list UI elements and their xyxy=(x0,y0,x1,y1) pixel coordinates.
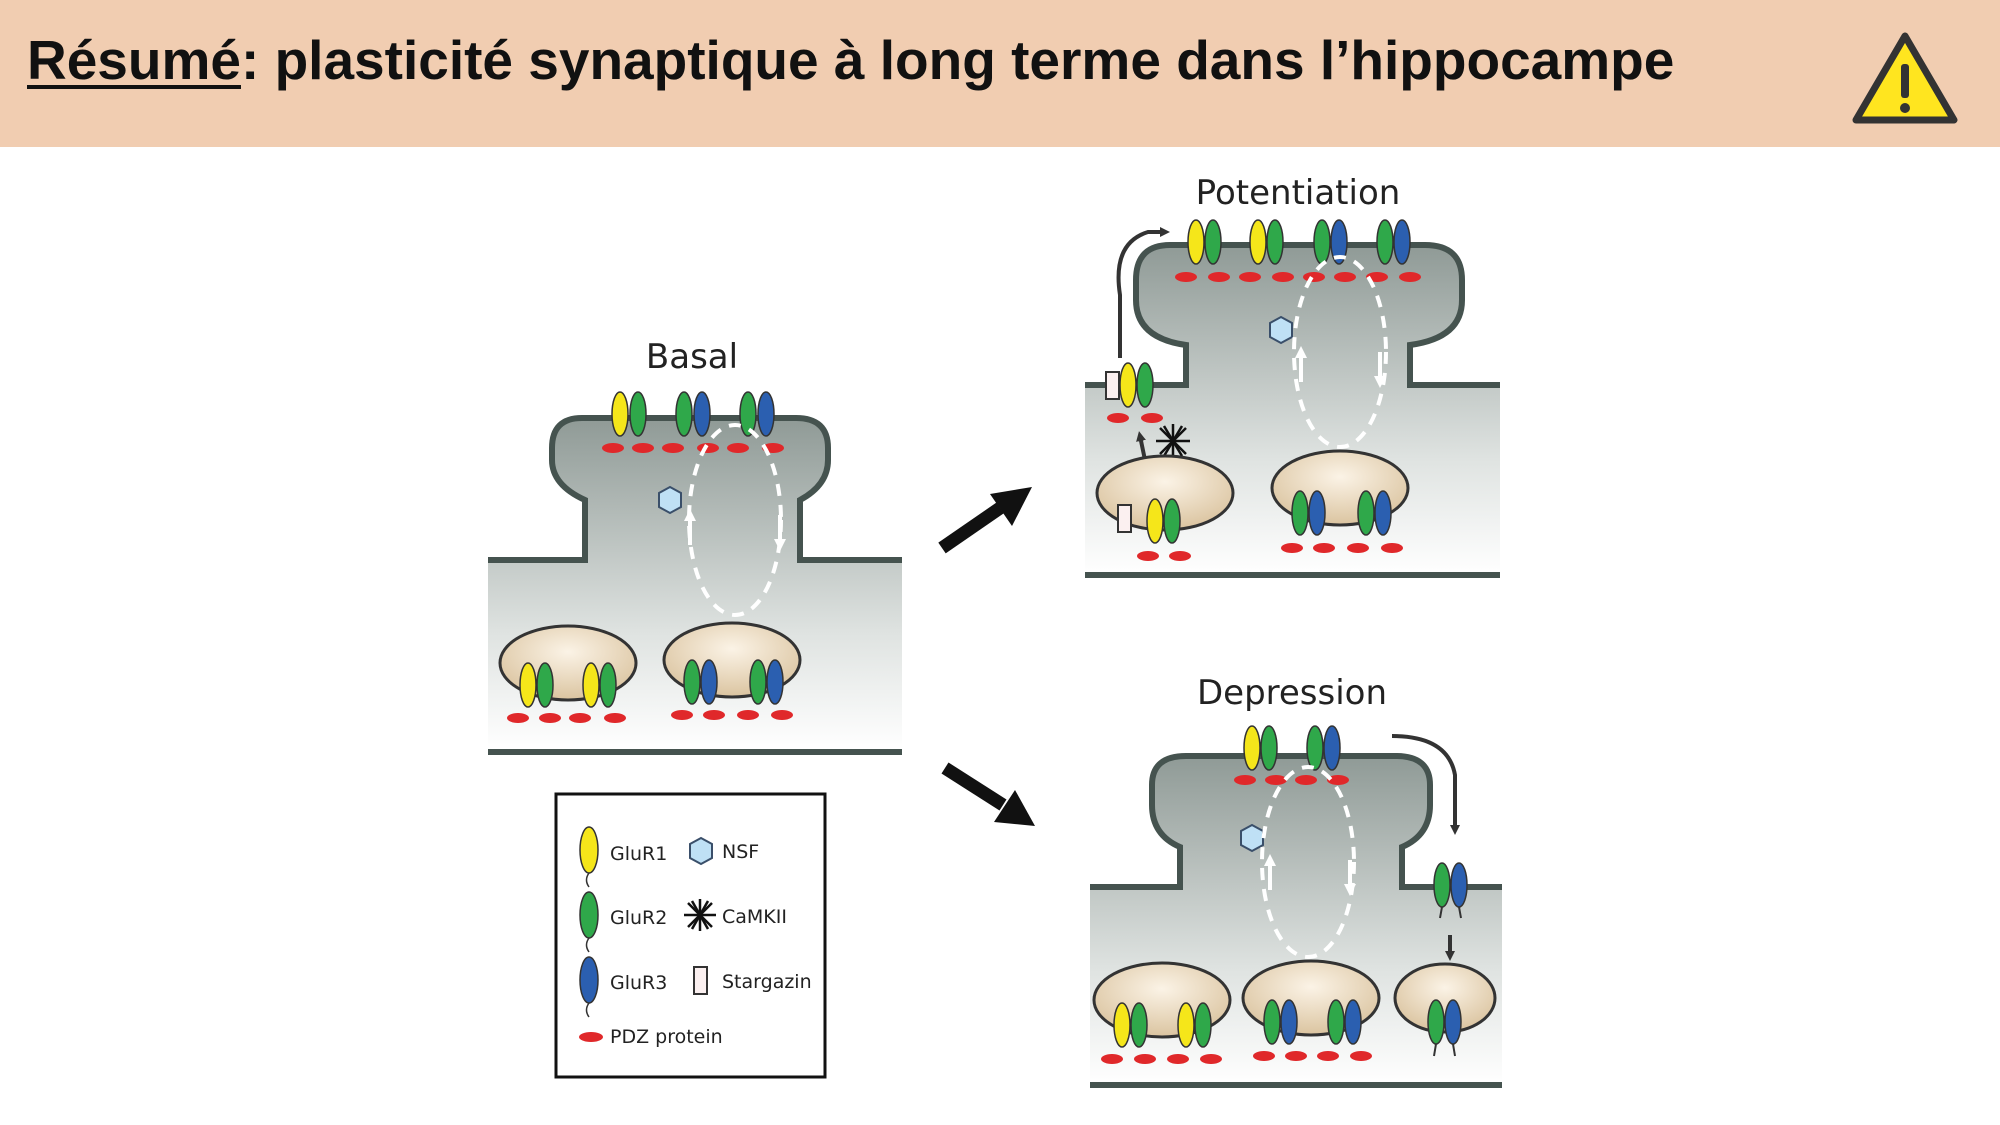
basal-label: Basal xyxy=(646,337,738,377)
transition-arrow-to-potentiation xyxy=(938,487,1032,554)
legend-stargazin: Stargazin xyxy=(693,966,812,995)
stargazin-icon xyxy=(1105,371,1120,400)
endosome-vesicle xyxy=(1270,449,1410,553)
camkii-icon xyxy=(684,899,716,931)
legend-pdz: PDZ protein xyxy=(579,1026,723,1048)
spine-membrane xyxy=(1085,242,1500,388)
legend-glur3-label: GluR3 xyxy=(610,972,667,994)
endosome-vesicle-1 xyxy=(498,624,638,723)
camkii-icon xyxy=(1156,424,1190,458)
depression-panel: Depression xyxy=(1090,673,1502,1088)
legend-pdz-label: PDZ protein xyxy=(610,1026,723,1048)
endosome-vesicle-3 xyxy=(1393,962,1497,1057)
endosome-vesicle-2 xyxy=(1241,959,1381,1061)
title-rest: : plasticité synaptique à long terme dan… xyxy=(240,29,1675,91)
insertion-arrow xyxy=(1116,227,1170,358)
membrane-receptor-with-stargazin xyxy=(1105,362,1163,423)
basal-panel: Basal xyxy=(488,337,902,755)
synaptic-receptors xyxy=(1175,219,1421,282)
title-prefix: Résumé xyxy=(27,29,241,91)
recycling-loop xyxy=(1292,255,1388,449)
depression-label: Depression xyxy=(1197,673,1387,713)
recycling-loop xyxy=(1260,765,1356,959)
legend-camkii: CaMKII xyxy=(684,899,787,931)
endosome-vesicle-1 xyxy=(1092,961,1232,1064)
nsf-icon xyxy=(689,836,713,866)
potentiation-label: Potentiation xyxy=(1196,173,1401,213)
legend-glur3: GluR3 xyxy=(579,956,667,1018)
potentiation-panel: Potentiation xyxy=(1085,173,1500,578)
vesicle-with-stargazin xyxy=(1095,454,1235,561)
nsf-icon xyxy=(1269,315,1293,345)
legend-glur2: GluR2 xyxy=(579,891,667,953)
warning-triangle-icon xyxy=(1852,32,1958,124)
legend-stargazin-label: Stargazin xyxy=(722,971,812,993)
nsf-icon xyxy=(1240,823,1264,853)
legend-box: GluR1 GluR2 GluR3 PDZ protein NSF CaM xyxy=(554,792,827,1079)
legend-glur1-label: GluR1 xyxy=(610,843,667,865)
page-title: Résumé: plasticité synaptique à long ter… xyxy=(27,28,1674,92)
spine-membrane xyxy=(1090,753,1502,890)
nsf-icon xyxy=(658,485,682,515)
legend-camkii-label: CaMKII xyxy=(722,906,787,928)
legend-glur1: GluR1 xyxy=(579,826,667,888)
synaptic-receptors xyxy=(602,391,784,453)
synaptic-receptors xyxy=(1234,725,1349,785)
legend-glur2-label: GluR2 xyxy=(610,907,667,929)
legend-nsf: NSF xyxy=(689,836,759,866)
stargazin-icon xyxy=(693,966,708,995)
title-banner: Résumé: plasticité synaptique à long ter… xyxy=(0,0,2000,147)
legend-nsf-label: NSF xyxy=(722,841,759,863)
endosome-vesicle-2 xyxy=(662,621,802,720)
internalized-receptor xyxy=(1433,862,1468,919)
transition-arrow-to-depression xyxy=(941,762,1035,826)
endocytosis-arrow xyxy=(1391,734,1460,835)
recycling-loop xyxy=(684,423,786,617)
camkii-arrow xyxy=(1136,431,1147,461)
